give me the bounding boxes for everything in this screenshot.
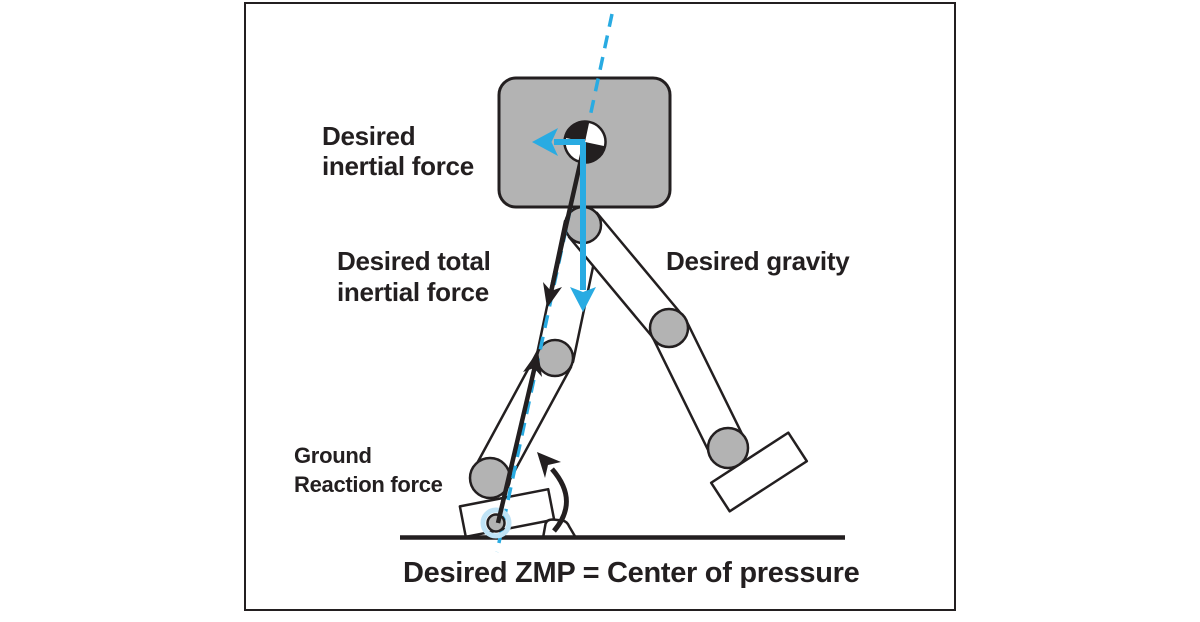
rear-knee-joint [648, 307, 690, 349]
gravity-arrow [570, 142, 596, 312]
zmp-point [486, 513, 506, 533]
inertial-force-label-line1: Desired [322, 121, 416, 151]
zmp-label: Desired ZMP = Center of pressure [403, 557, 860, 589]
rear-ankle-joint [706, 426, 750, 470]
ground-reaction-force-arrow [495, 351, 542, 524]
gravity-label: Desired gravity [666, 246, 850, 276]
foot-rotation-arrow [537, 452, 569, 533]
zmp-halo [480, 507, 512, 539]
ground-reaction-label: Ground Reaction force [294, 441, 443, 499]
inertial-force-arrow [532, 128, 585, 156]
inertial-force-label-line2: inertial force [322, 151, 474, 181]
inertial-force-label: Desired inertial force [322, 121, 474, 181]
rear-foot-plate [709, 431, 809, 513]
total-inertial-force-label-line2: inertial force [337, 277, 489, 307]
ground-reaction-label-line2: Reaction force [294, 472, 443, 497]
ground-reaction-label-line1: Ground [294, 443, 372, 468]
total-inertial-force-label: Desired total inertial force [337, 246, 491, 308]
total-inertial-force-label-line1: Desired total [337, 246, 491, 276]
total-inertial-force-arrow [543, 141, 588, 308]
